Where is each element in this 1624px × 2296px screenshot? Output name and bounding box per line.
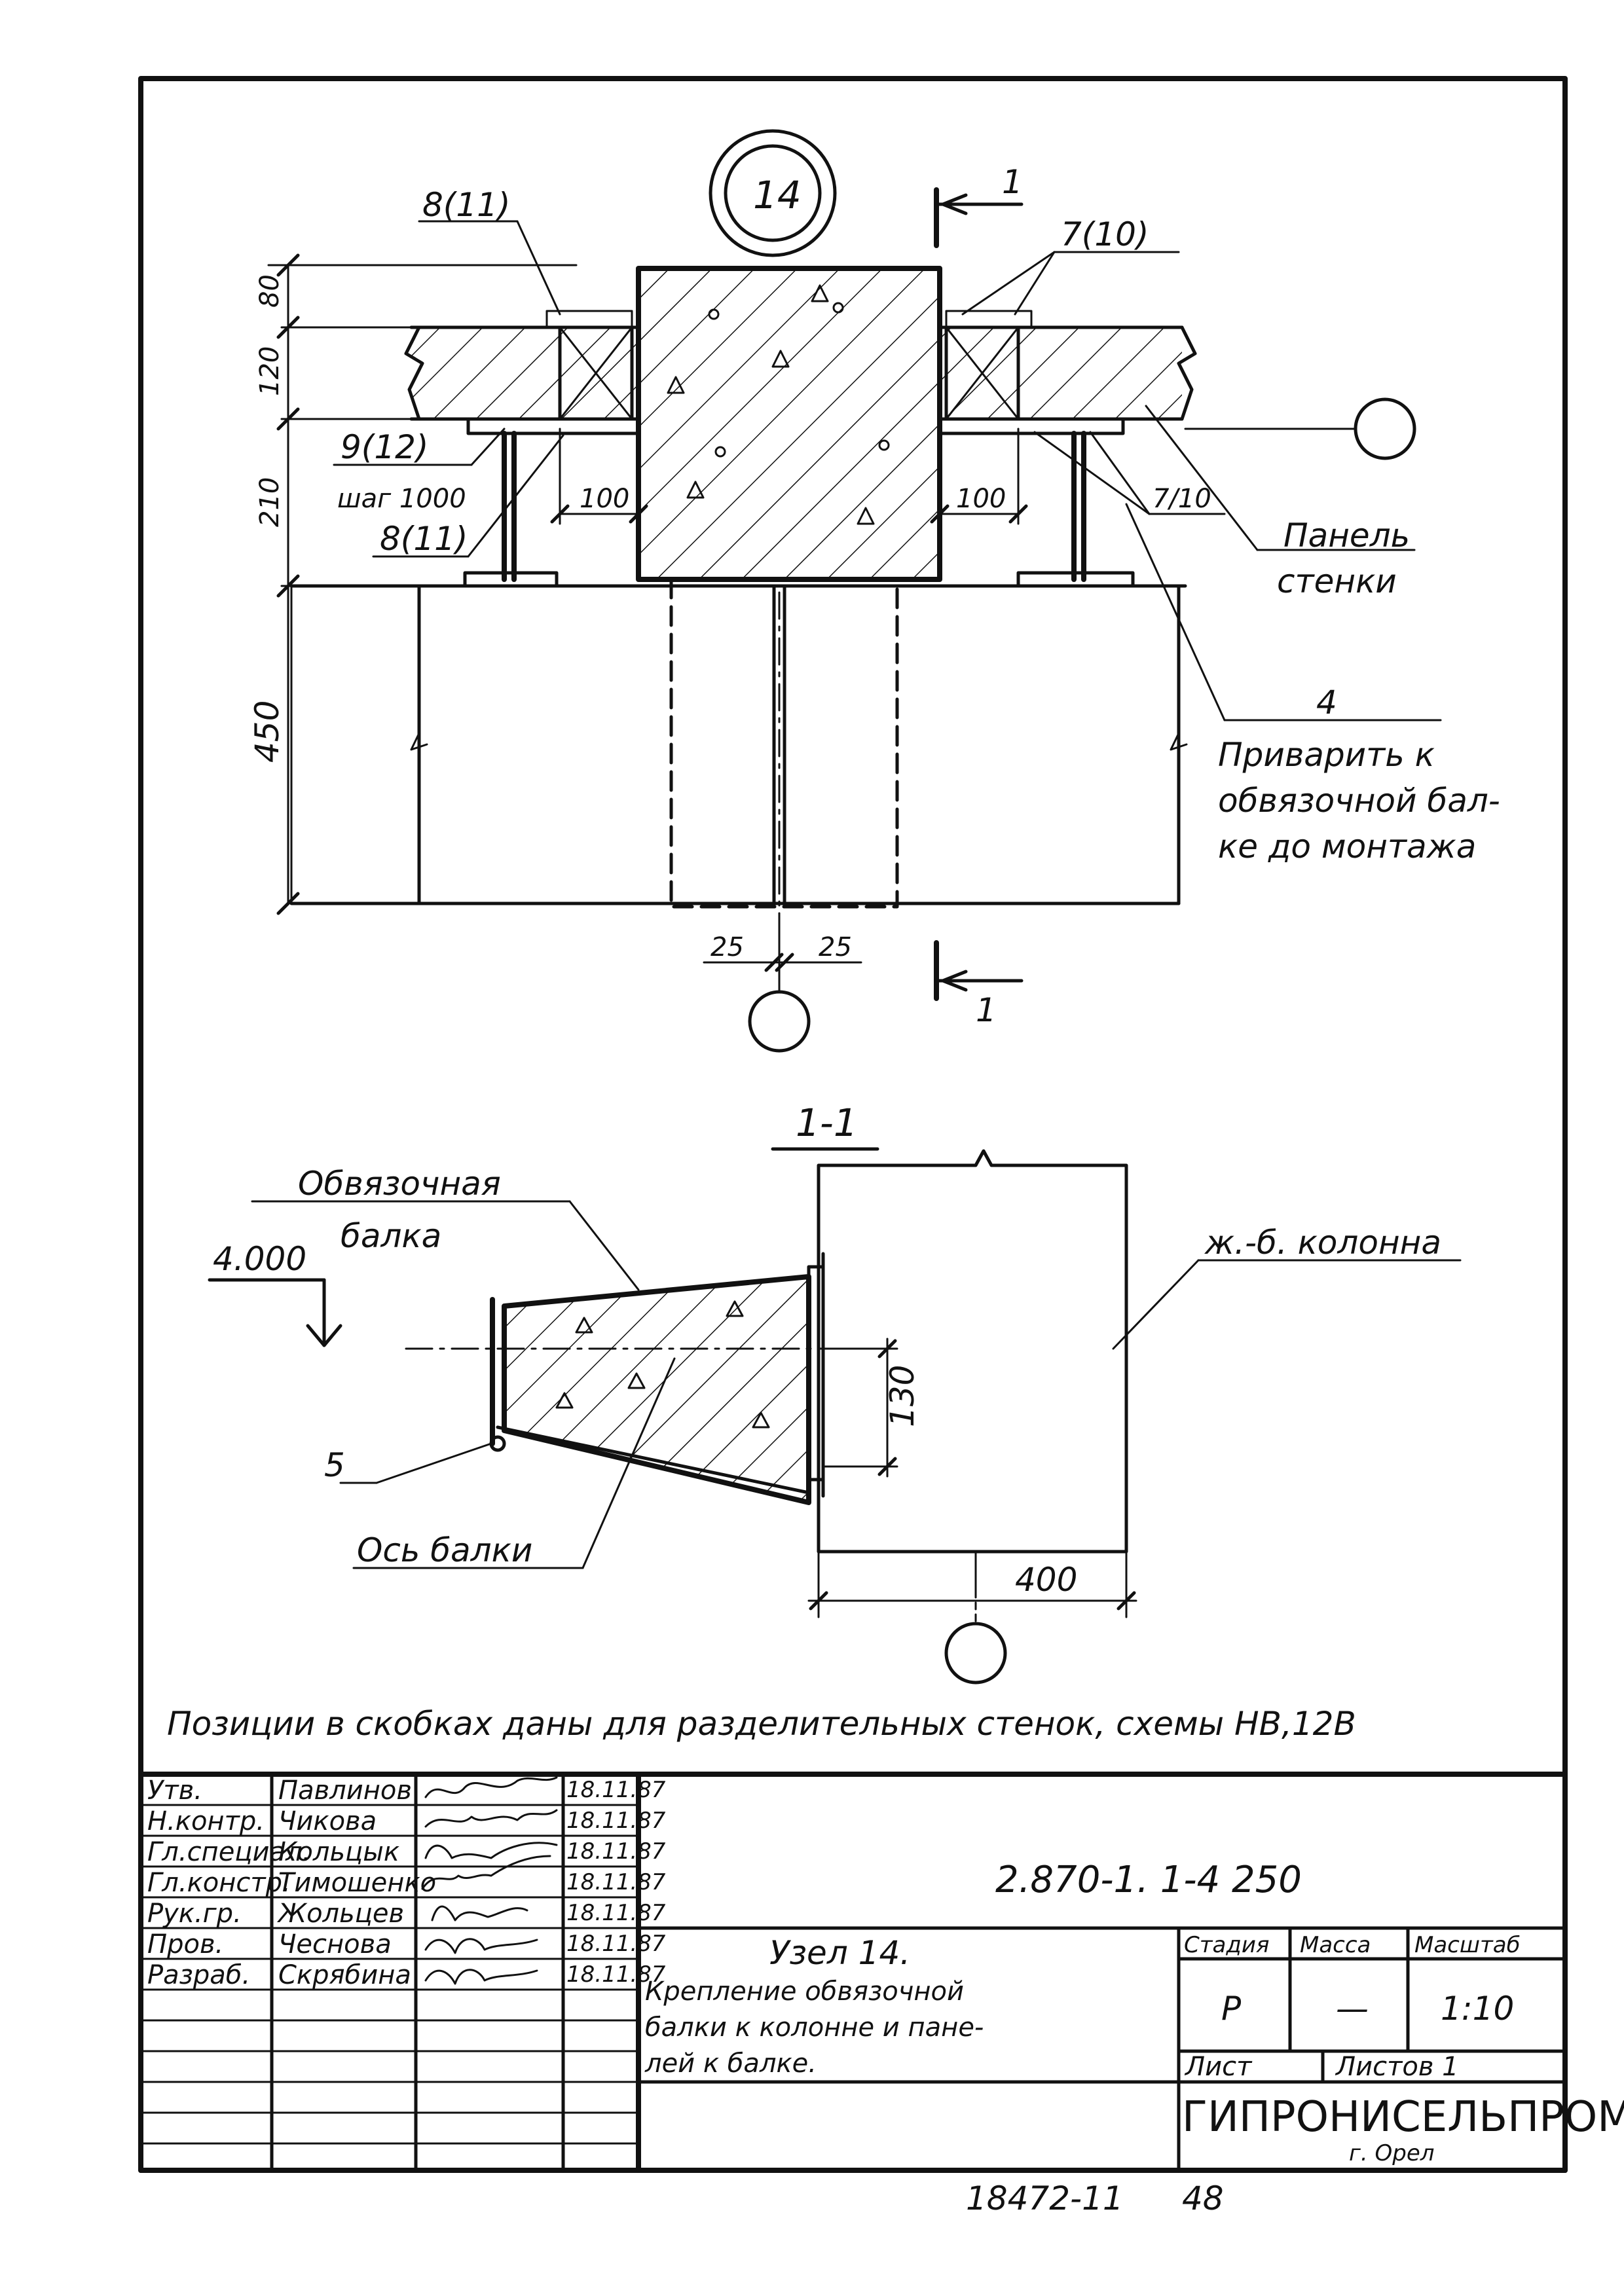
dim-130: 130: [883, 1365, 921, 1427]
svg-text:18.11.87: 18.11.87: [566, 1900, 666, 1926]
axis-marker-right: [1354, 397, 1416, 460]
dim-450: 450: [248, 701, 286, 763]
callout-weld-line3: ке до монтажа: [1218, 828, 1476, 866]
node-marker-inner: [724, 144, 822, 242]
axis-marker-section: [944, 1622, 1007, 1685]
callout-5: 5: [324, 1446, 345, 1484]
beam-label-line1: Обвязочная: [298, 1165, 501, 1203]
stage-label: Стадия: [1184, 1932, 1269, 1958]
organization-name: ГИПРОНИСЕЛЬПРОМ: [1182, 2093, 1624, 2141]
signature-row: Пров. Чеснова 18.11.87: [147, 1929, 666, 1959]
description-line2: балки к колонне и пане-: [645, 2013, 984, 2043]
signature-row: Гл.констр. Тимошенко 18.11.87: [147, 1855, 666, 1898]
page-number: 48: [1182, 2179, 1224, 2217]
callout-panel-line2: стенки: [1277, 562, 1397, 600]
svg-text:Жольцев: Жольцев: [276, 1899, 404, 1929]
stage-value: Р: [1221, 1990, 1242, 2028]
section-title: 1-1: [796, 1101, 858, 1145]
callout-step: шаг 1000: [337, 484, 466, 514]
svg-text:Чикова: Чикова: [278, 1806, 377, 1836]
description-line3: лей к балке.: [644, 2049, 817, 2079]
section-1-1: 1-1 400 130: [208, 1101, 1462, 1685]
dim-25-right: 25: [819, 932, 852, 962]
section-mark-bottom: 1: [976, 991, 997, 1029]
svg-text:18.11.87: 18.11.87: [566, 1869, 666, 1895]
drawing-code: 2.870-1. 1-4 250: [995, 1859, 1302, 1901]
node-title: Узел 14.: [769, 1934, 910, 1972]
inventory-number: 18472-11: [966, 2179, 1124, 2217]
svg-text:Павлинов: Павлинов: [278, 1776, 412, 1806]
svg-text:18.11.87: 18.11.87: [566, 1808, 666, 1834]
svg-text:18.11.87: 18.11.87: [566, 1777, 666, 1803]
column-label: ж.-б. колонна: [1204, 1224, 1441, 1262]
scale-value: 1:10: [1441, 1990, 1514, 2028]
dim-100-right: 100: [956, 484, 1006, 514]
callout-7-10-top: 7(10): [1061, 215, 1149, 253]
svg-text:18.11.87: 18.11.87: [566, 1838, 666, 1865]
callout-weld-line1: Приварить к: [1218, 736, 1435, 774]
callout-panel-line1: Панель: [1283, 517, 1410, 555]
callout-8-11-top: 8(11): [422, 186, 510, 224]
organization-city: г. Орел: [1349, 2140, 1434, 2166]
dim-25-left: 25: [710, 932, 744, 962]
svg-text:Разраб.: Разраб.: [147, 1960, 250, 1990]
svg-text:Гл.констр.: Гл.констр.: [147, 1868, 291, 1898]
beam-axis-label: Ось балки: [357, 1531, 532, 1569]
signature-row: Разраб. Скрябина 18.11.87: [147, 1960, 666, 1990]
dim-120: 120: [255, 346, 285, 396]
svg-text:Тимошенко: Тимошенко: [278, 1868, 436, 1898]
title-block: Утв. Павлинов 18.11.87 Н.контр. Чикова 1…: [138, 1772, 1624, 2173]
signature-row: Н.контр. Чикова 18.11.87: [147, 1806, 666, 1836]
scale-label: Масштаб: [1414, 1932, 1521, 1958]
node-marker-number: 14: [753, 173, 802, 217]
callout-7-10-mid: 7/10: [1153, 484, 1211, 514]
elevation-label: 4.000: [213, 1240, 306, 1278]
svg-text:Гл.специал.: Гл.специал.: [147, 1837, 310, 1867]
callout-4: 4: [1316, 683, 1337, 721]
callout-9-12: 9(12): [341, 428, 428, 466]
svg-text:Чеснова: Чеснова: [278, 1929, 392, 1959]
beam-label-line2: балка: [341, 1217, 441, 1255]
plan-detail: 14: [248, 129, 1500, 1053]
svg-text:Кольцык: Кольцык: [278, 1837, 399, 1867]
axis-marker-bottom: [748, 990, 811, 1053]
sheet-label: Лист: [1184, 2052, 1253, 2082]
mass-value: —: [1336, 1990, 1369, 2028]
svg-text:Скрябина: Скрябина: [278, 1960, 411, 1990]
signature-row: Гл.специал. Кольцык 18.11.87: [147, 1837, 666, 1867]
signature-row: Рук.гр. Жольцев 18.11.87: [147, 1899, 666, 1929]
svg-text:Утв.: Утв.: [147, 1776, 202, 1806]
svg-text:18.11.87: 18.11.87: [566, 1931, 666, 1957]
column-section: [638, 268, 940, 579]
node-marker-outer: [709, 129, 837, 257]
dim-210: 210: [255, 477, 285, 527]
callout-8-11-mid: 8(11): [380, 520, 468, 558]
svg-text:Н.контр.: Н.контр.: [147, 1806, 265, 1836]
dim-400: 400: [1015, 1561, 1077, 1599]
dim-80: 80: [255, 274, 285, 308]
svg-text:Рук.гр.: Рук.гр.: [147, 1899, 242, 1929]
mass-label: Масса: [1300, 1932, 1371, 1958]
svg-text:Пров.: Пров.: [147, 1929, 223, 1959]
callout-weld-line2: обвязочной бал-: [1218, 782, 1500, 820]
signature-row: Утв. Павлинов 18.11.87: [147, 1776, 666, 1806]
description-line1: Крепление обвязочной: [645, 1977, 964, 2007]
svg-text:18.11.87: 18.11.87: [566, 1961, 666, 1988]
sheets-label: Листов 1: [1335, 2052, 1459, 2082]
dim-100-left: 100: [580, 484, 629, 514]
section-mark-top: 1: [1002, 163, 1023, 201]
positions-note: Позиции в скобках даны для разделительны…: [167, 1705, 1356, 1743]
